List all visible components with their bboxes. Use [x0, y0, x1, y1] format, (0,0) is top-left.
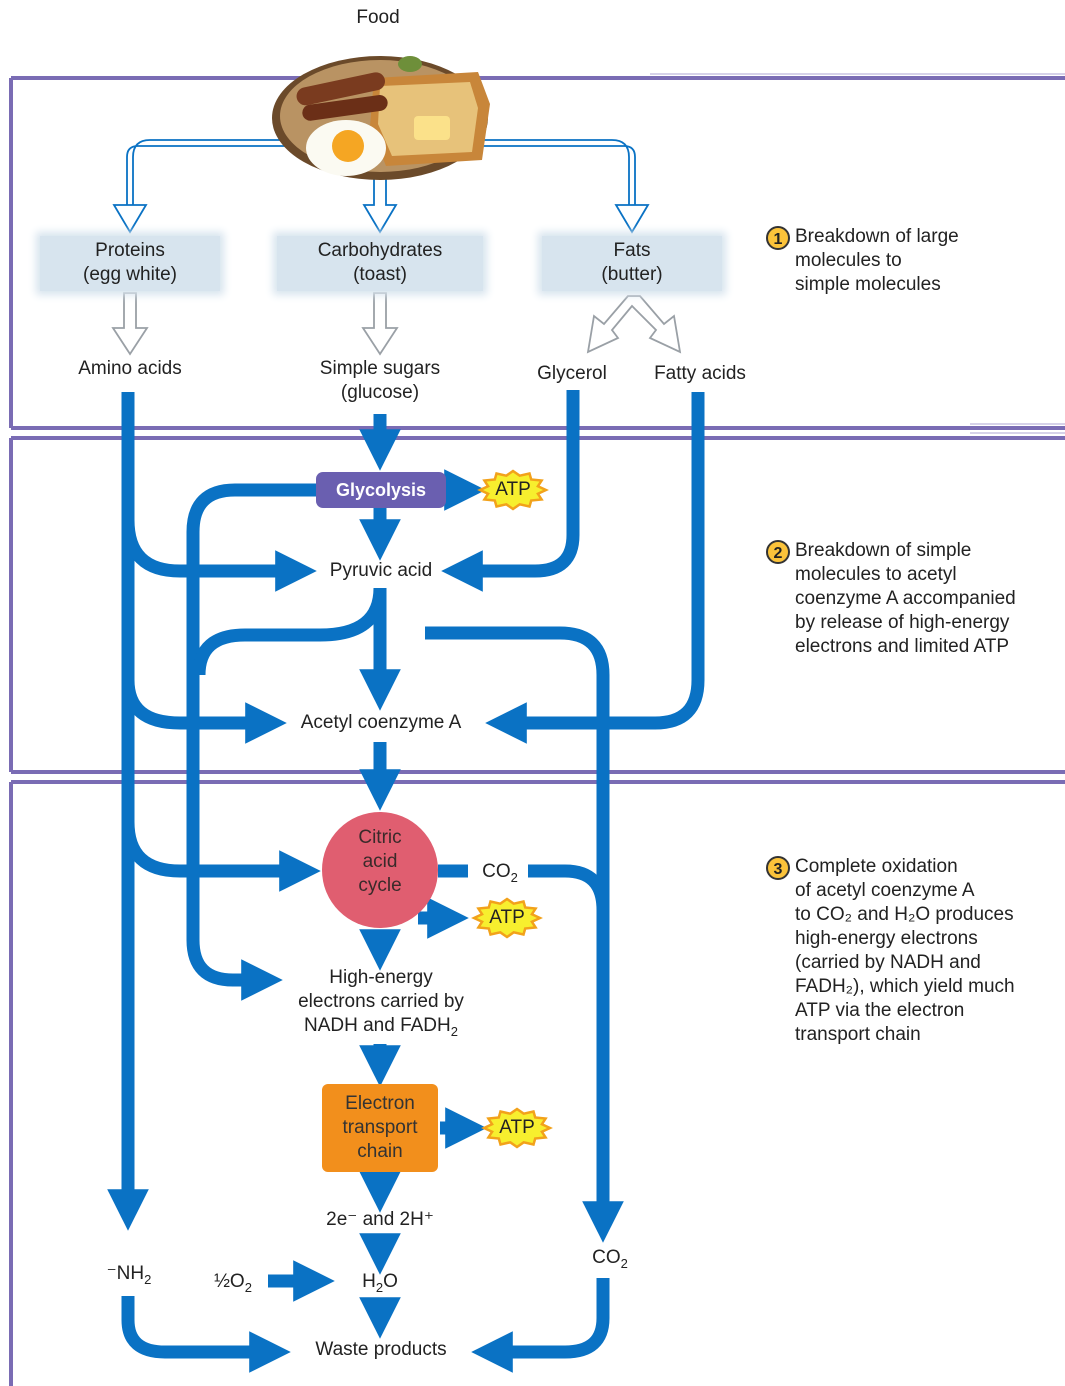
atp-label: ATP — [489, 907, 525, 928]
atp-burst-etc: ATP — [482, 1108, 552, 1148]
glycolysis-box: Glycolysis — [316, 472, 446, 508]
etc-line2: transport — [342, 1117, 418, 1138]
electron-transport-chain-box: Electron transport chain — [322, 1084, 438, 1172]
half-o2-label: ½O2 — [214, 1271, 252, 1295]
food-to-carbs-arrow — [362, 171, 398, 234]
hee-line1: High-energy — [329, 967, 433, 988]
atp-burst-glycolysis: ATP — [478, 470, 548, 510]
nh2-label: ⁻NH2 — [106, 1263, 152, 1287]
amino-acids-label: Amino acids — [78, 358, 182, 379]
food-to-proteins-arrow — [112, 139, 301, 234]
fats-sub-label: (butter) — [601, 264, 663, 285]
atp-label: ATP — [495, 479, 531, 500]
co2-text: CO — [482, 861, 511, 882]
carbohydrates-box: Carbohydrates (toast) — [277, 236, 483, 291]
atp-burst-citric: ATP — [472, 898, 542, 938]
proteins-sub-label: (egg white) — [83, 264, 177, 285]
etc-line3: chain — [357, 1141, 403, 1162]
atp-label: ATP — [499, 1117, 535, 1138]
citric-acid-cycle: Citric acid cycle — [322, 812, 438, 928]
hee-line3: NADH and FADH — [303, 1015, 451, 1036]
step-number-1: 1 — [766, 226, 790, 250]
step-text-3: Complete oxidation of acetyl coenzyme A … — [795, 856, 1015, 1045]
step-text-1: Breakdown of large molecules to simple m… — [795, 226, 959, 295]
hee-line2: electrons carried by — [298, 991, 464, 1012]
proteins-box: Proteins (egg white) — [40, 236, 220, 291]
co2-text: CO — [592, 1247, 621, 1268]
fats-label: Fats — [613, 240, 651, 261]
acetyl-coenzyme-a-label: Acetyl coenzyme A — [300, 712, 462, 733]
flow-arrows — [107, 390, 705, 1373]
nh2-text: ⁻NH — [106, 1263, 145, 1284]
step-number-3: 3 — [766, 856, 790, 880]
half-o2-text: ½O — [214, 1271, 245, 1292]
co2-label-waste: CO2 — [592, 1247, 628, 1271]
h2o-h: H — [362, 1271, 376, 1292]
proteins-label: Proteins — [95, 240, 165, 261]
citric-text: Citric — [358, 827, 402, 848]
acid-text: acid — [362, 851, 398, 872]
pyruvic-acid-label: Pyruvic acid — [329, 560, 433, 581]
high-energy-electrons-label: High-energy electrons carried by NADH an… — [270, 966, 492, 1044]
simple-sugars-text: Simple sugars — [319, 358, 441, 379]
simple-sugars-label: Simple sugars (glucose) — [300, 357, 460, 405]
step-number-2: 2 — [766, 540, 790, 564]
carbohydrates-sub-label: (toast) — [353, 264, 407, 285]
hollow-arrows — [112, 139, 650, 234]
hollow-arrows-gray — [111, 292, 682, 356]
glycerol-label: Glycerol — [537, 363, 607, 384]
simple-sugars-sub: (glucose) — [340, 382, 420, 403]
waste-products-label: Waste products — [315, 1339, 447, 1360]
fatty-acids-label: Fatty acids — [654, 363, 746, 384]
atp-bursts — [471, 469, 553, 1149]
fats-box: Fats (butter) — [542, 236, 722, 291]
electrons-protons-label: 2e⁻ and 2H⁺ — [326, 1209, 434, 1230]
h2o-label: H2O — [362, 1271, 398, 1295]
food-to-fats-arrow — [459, 139, 650, 234]
etc-line1: Electron — [345, 1093, 415, 1114]
step-text-2: Breakdown of simple molecules to acetyl … — [795, 540, 1016, 657]
food-plate-illustration — [272, 56, 490, 180]
co2-label-citric: CO2 — [482, 861, 518, 885]
h2o-o: O — [383, 1271, 398, 1292]
cycle-text: cycle — [358, 875, 402, 896]
food-label: Food — [356, 7, 400, 28]
carbohydrates-label: Carbohydrates — [317, 240, 443, 261]
